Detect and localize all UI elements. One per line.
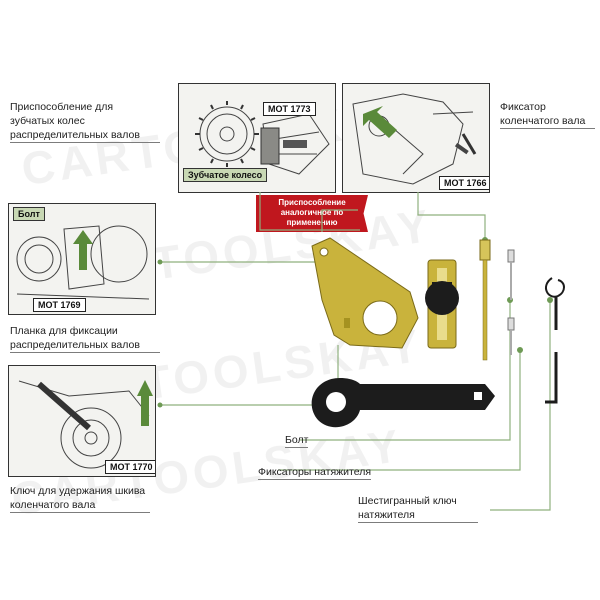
tag-mot-1770: MOT 1770 bbox=[105, 460, 155, 474]
photo-camshaft-fixture: MOT 1773 Зубчатое колесо bbox=[178, 83, 336, 193]
crankshaft-locking-tool bbox=[425, 259, 459, 349]
label-hex-key: Шестигранный ключ натяжителя bbox=[358, 494, 478, 523]
engine-camshaft-illustration bbox=[9, 204, 155, 314]
tag-mot-1773: MOT 1773 bbox=[263, 102, 316, 116]
tag-gear: Зубчатое колесо bbox=[183, 168, 268, 182]
label-bolt: Болт bbox=[285, 434, 309, 448]
leader-lines bbox=[160, 192, 551, 511]
analog-tool-notice: Приспособление аналогичное по применению bbox=[256, 195, 368, 232]
pulley-holding-wrench bbox=[311, 378, 495, 428]
tag-mot-1769: MOT 1769 bbox=[33, 298, 86, 312]
pulley-wrench-illustration bbox=[9, 366, 155, 476]
photo-camshaft-plate: Болт MOT 1769 bbox=[8, 203, 156, 315]
photo-pulley-wrench: MOT 1770 bbox=[8, 365, 156, 477]
label-camshaft-fixture: Приспособление для зубчатых колес распре… bbox=[10, 100, 160, 143]
timing-pin-tool bbox=[479, 239, 491, 361]
photo-crankshaft-lock: MOT 1766 bbox=[342, 83, 490, 193]
tensioner-lock-pins bbox=[507, 249, 515, 355]
label-crankshaft-lock: Фиксатор коленчатого вала bbox=[500, 100, 595, 129]
label-tensioner-locks: Фиксаторы натяжителя bbox=[258, 466, 372, 480]
tag-bolt: Болт bbox=[13, 207, 45, 221]
label-pulley-wrench: Ключ для удержания шкива коленчатого вал… bbox=[10, 484, 150, 513]
crankshaft-lock-illustration bbox=[343, 84, 489, 192]
tag-mot-1766: MOT 1766 bbox=[439, 176, 489, 190]
hex-keys bbox=[544, 277, 565, 404]
label-camshaft-plate: Планка для фиксации распределительных ва… bbox=[10, 324, 160, 353]
camshaft-locking-plate-tool bbox=[311, 237, 419, 349]
